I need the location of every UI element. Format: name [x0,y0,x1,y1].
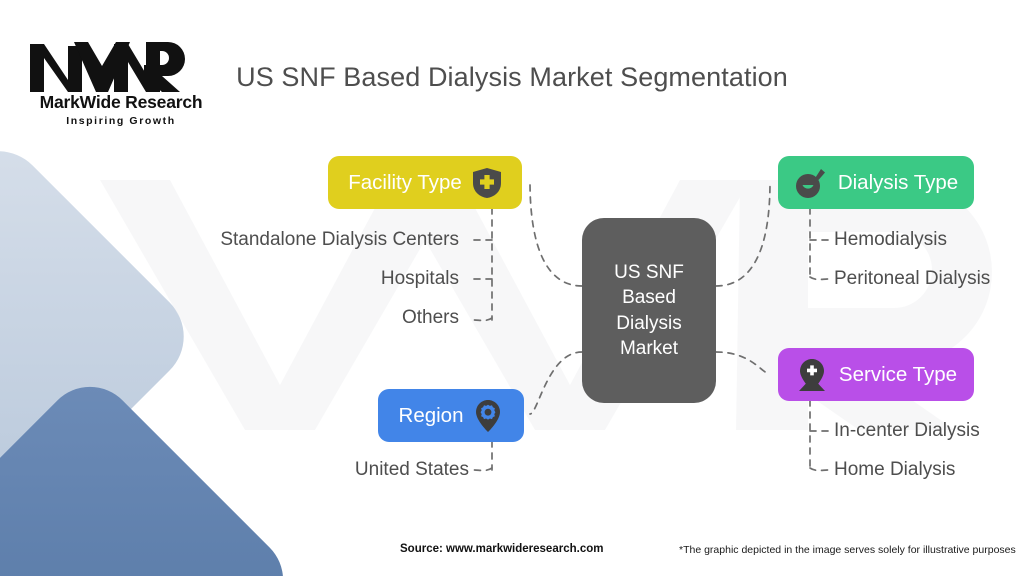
category-region[interactable]: Region [378,389,524,442]
category-label-facility-type: Facility Type [348,170,462,194]
brand-logo: MarkWide Research Inspiring Growth [28,32,214,127]
disclaimer-text: *The graphic depicted in the image serve… [679,544,1016,556]
sub-item-united-states: United States [354,459,469,480]
category-dialysis-type[interactable]: Dialysis Type [778,156,974,209]
shield-medical-icon [472,167,502,199]
sub-item-others: Others [401,307,459,328]
category-facility-type[interactable]: Facility Type [328,156,522,209]
sub-item-peritoneal-dialysis: Peritoneal Dialysis [834,268,991,289]
logo-company-name: MarkWide Research [39,92,203,112]
map-pin-medical-icon [795,358,829,392]
sub-item-hemodialysis: Hemodialysis [834,229,947,250]
logo-mark-icon [30,42,185,92]
category-label-region: Region [398,403,464,427]
sub-item-standalone-dialysis-centers: Standalone Dialysis Centers [220,229,459,250]
sub-item-in-center-dialysis: In-center Dialysis [834,420,980,441]
category-label-dialysis-type: Dialysis Type [837,170,959,194]
logo-tagline: Inspiring Growth [66,115,176,127]
center-node-label: US SNF Based Dialysis Market [614,262,684,359]
center-node[interactable]: US SNF Based Dialysis Market [582,218,716,403]
source-text: Source: www.markwideresearch.com [400,543,604,555]
dialysis-device-icon [794,166,828,200]
map-pin-gear-icon [473,399,503,433]
category-service-type[interactable]: Service Type [778,348,974,401]
category-label-service-type: Service Type [838,362,958,386]
sub-item-hospitals: Hospitals [380,268,459,289]
page-title: US SNF Based Dialysis Market Segmentatio… [236,62,788,92]
sub-item-home-dialysis: Home Dialysis [834,459,956,480]
